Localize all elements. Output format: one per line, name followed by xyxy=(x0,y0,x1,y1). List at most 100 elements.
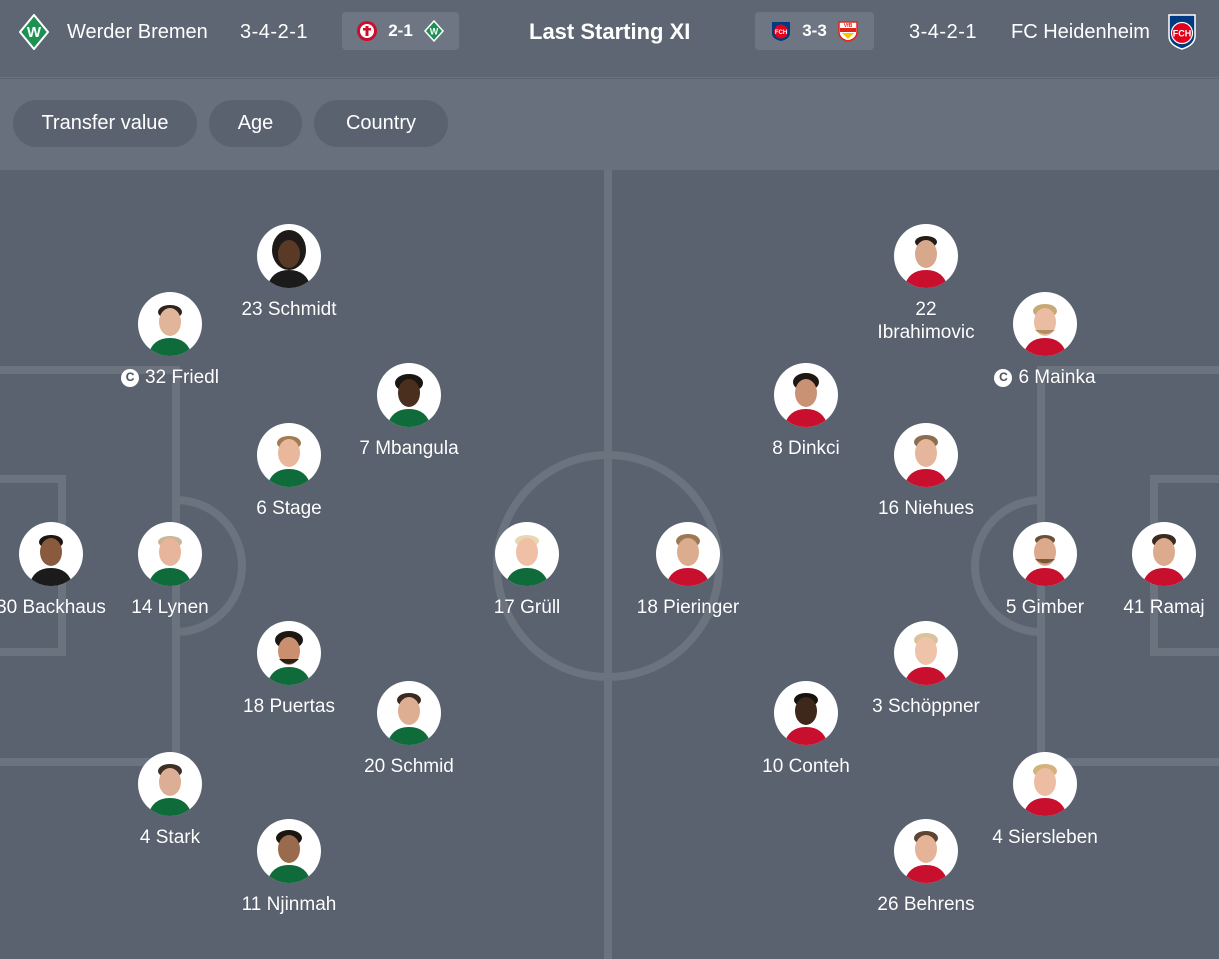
player-home-friedl[interactable]: C 32 Friedl xyxy=(90,292,250,389)
filter-age-button[interactable]: Age xyxy=(209,100,302,147)
player-name: 32 Friedl xyxy=(145,367,219,388)
away-last-result[interactable]: FCH 3-3 VfB xyxy=(755,12,874,50)
player-away-schoppner[interactable]: 3 Schöppner xyxy=(846,621,1006,718)
home-last-result[interactable]: 2-1 W xyxy=(342,12,459,50)
player-photo xyxy=(138,292,202,356)
player-photo xyxy=(257,224,321,288)
player-photo xyxy=(138,752,202,816)
player-photo xyxy=(1132,522,1196,586)
player-photo xyxy=(656,522,720,586)
player-away-pieringer[interactable]: 18 Pieringer xyxy=(608,522,768,619)
player-photo xyxy=(138,522,202,586)
filter-age-label: Age xyxy=(237,112,274,134)
player-home-puertas[interactable]: 18 Puertas xyxy=(209,621,369,718)
player-name: 10 Conteh xyxy=(762,756,850,777)
player-home-schmidt[interactable]: 23 Schmidt xyxy=(209,224,369,321)
player-away-siersleben[interactable]: 4 Siersleben xyxy=(965,752,1125,849)
player-photo xyxy=(774,681,838,745)
werder-mini-crest-icon: W xyxy=(423,20,444,42)
player-away-dinkci[interactable]: 8 Dinkci xyxy=(726,363,886,460)
player-name: 26 Behrens xyxy=(877,894,975,915)
player-home-stage[interactable]: 6 Stage xyxy=(209,423,369,520)
player-home-mbangula[interactable]: 7 Mbangula xyxy=(329,363,489,460)
player-photo xyxy=(19,522,83,586)
player-photo xyxy=(1013,292,1077,356)
home-team-name[interactable]: Werder Bremen xyxy=(67,0,208,64)
player-name: 20 Schmid xyxy=(364,756,454,777)
player-photo xyxy=(894,819,958,883)
home-formation-label: 3-4-2-1 xyxy=(240,20,308,43)
player-photo xyxy=(257,819,321,883)
filter-country-button[interactable]: Country xyxy=(314,100,448,147)
player-name: 4 Siersleben xyxy=(992,827,1098,848)
werder-crest-icon: W xyxy=(19,14,49,50)
home-last-score: 2-1 xyxy=(388,21,413,40)
away-formation: 3-4-2-1 xyxy=(909,0,977,64)
player-home-backhaus[interactable]: 30 Backhaus xyxy=(0,522,131,619)
player-photo xyxy=(894,423,958,487)
player-name: 4 Stark xyxy=(139,827,201,848)
player-name: 6 Mainka xyxy=(1018,367,1096,388)
filter-bar: Transfer value Age Country xyxy=(0,79,1219,170)
player-away-ramaj[interactable]: 41 Ramaj xyxy=(1084,522,1219,619)
home-team-label: Werder Bremen xyxy=(67,20,208,43)
captain-badge-icon: C xyxy=(121,368,140,387)
player-photo xyxy=(894,621,958,685)
player-photo xyxy=(894,224,958,288)
player-name: 11 Njinmah xyxy=(241,894,337,915)
heidenheim-crest-icon: FCH xyxy=(1168,14,1196,50)
player-photo xyxy=(257,423,321,487)
player-photo xyxy=(377,681,441,745)
player-name: 7 Mbangula xyxy=(359,438,459,459)
title-label: Last Starting XI xyxy=(529,19,691,44)
werder-bremen-crest[interactable]: W xyxy=(19,0,49,64)
vfb-stuttgart-crest-icon: VfB xyxy=(838,21,858,42)
player-away-behrens[interactable]: 26 Behrens xyxy=(846,819,1006,916)
away-formation-label: 3-4-2-1 xyxy=(909,20,977,43)
svg-text:FCH: FCH xyxy=(775,30,787,36)
player-name: 6 Stage xyxy=(256,498,322,519)
player-photo xyxy=(1013,522,1077,586)
away-team-name[interactable]: FC Heidenheim xyxy=(1011,0,1150,64)
player-name: 5 Gimber xyxy=(1005,597,1085,618)
away-last-score: 3-3 xyxy=(802,21,827,40)
svg-text:VfB: VfB xyxy=(843,23,852,29)
page-title: Last Starting XI xyxy=(529,0,690,64)
fc-heidenheim-crest[interactable]: FCH xyxy=(1167,0,1197,64)
player-home-njinmah[interactable]: 11 Njinmah xyxy=(209,819,369,916)
player-away-ibrahimovic[interactable]: 22 Ibrahimovic xyxy=(846,224,1006,344)
heidenheim-mini-crest-icon: FCH xyxy=(772,22,791,41)
away-team-label: FC Heidenheim xyxy=(1011,20,1150,43)
player-name: 18 Puertas xyxy=(243,696,335,717)
player-photo xyxy=(774,363,838,427)
pitch: 23 Schmidt C 32 Friedl 7 Mbangula 6 Stage… xyxy=(0,170,1219,959)
player-away-conteh[interactable]: 10 Conteh xyxy=(726,681,886,778)
player-away-gimber[interactable]: 5 Gimber xyxy=(965,522,1125,619)
player-name: 3 Schöppner xyxy=(872,696,980,717)
player-name: 23 Schmidt xyxy=(241,299,337,320)
player-name: 30 Backhaus xyxy=(0,597,106,618)
player-name: 16 Niehues xyxy=(877,498,975,519)
player-photo xyxy=(1013,752,1077,816)
player-name: 41 Ramaj xyxy=(1123,597,1205,618)
player-photo xyxy=(495,522,559,586)
player-away-niehues[interactable]: 16 Niehues xyxy=(846,423,1006,520)
player-home-lynen[interactable]: 14 Lynen xyxy=(90,522,250,619)
match-header: W Werder Bremen 3-4-2-1 2-1 W Last Start… xyxy=(0,0,1219,78)
player-photo xyxy=(377,363,441,427)
svg-text:W: W xyxy=(27,24,42,41)
player-home-stark[interactable]: 4 Stark xyxy=(90,752,250,849)
player-home-schmid[interactable]: 20 Schmid xyxy=(329,681,489,778)
player-name: 8 Dinkci xyxy=(772,438,840,459)
filter-transfer-value-button[interactable]: Transfer value xyxy=(13,100,197,147)
player-home-grull[interactable]: 17 Grüll xyxy=(447,522,607,619)
home-formation: 3-4-2-1 xyxy=(240,0,308,64)
player-photo xyxy=(257,621,321,685)
filter-transfer-value-label: Transfer value xyxy=(41,112,169,134)
filter-country-label: Country xyxy=(345,112,417,134)
st-pauli-crest-icon xyxy=(357,21,378,41)
player-name: 17 Grüll xyxy=(493,597,561,618)
svg-text:FCH: FCH xyxy=(1173,29,1192,39)
player-name: 18 Pieringer xyxy=(636,597,740,618)
